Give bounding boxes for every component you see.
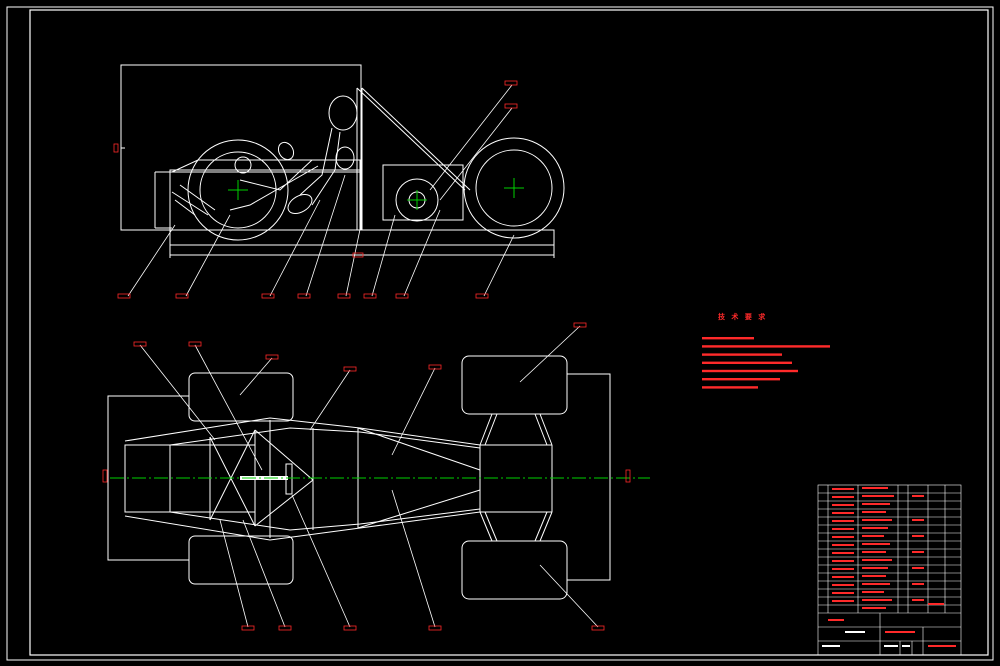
side-driver-head [328, 95, 358, 131]
top-front-width-dimension [567, 373, 611, 581]
side-chassis-base [169, 229, 555, 246]
technical-notes: 技 术 要 求 [698, 312, 848, 330]
side-centerlines [228, 178, 524, 210]
technical-note-line [702, 378, 780, 381]
top-chassis-rail-upper [124, 417, 552, 446]
side-leaders [127, 84, 515, 297]
top-front-wheel-right [461, 540, 568, 600]
technical-note-line [702, 345, 830, 348]
top-rear-wheel-left [188, 372, 294, 422]
technical-note-line [702, 369, 798, 373]
side-part-labels [113, 80, 518, 299]
technical-note-line [702, 361, 792, 364]
top-front-wheel-left [461, 355, 568, 415]
top-chassis-rail-lower [124, 511, 552, 541]
side-front-housing [382, 164, 464, 221]
top-part-labels [102, 322, 631, 631]
top-front-suspension [479, 413, 553, 542]
side-height-dimension [120, 64, 362, 231]
technical-notes-title: 技 术 要 求 [718, 313, 768, 321]
title-block-marks [822, 631, 910, 647]
technical-note-line [702, 386, 758, 389]
side-sprocket [395, 178, 439, 222]
top-rear-width-dimension [107, 395, 189, 561]
side-roll-cage [356, 87, 471, 230]
side-rear-wheel [187, 139, 289, 241]
side-view [120, 64, 565, 258]
parts-list-entries [828, 487, 956, 647]
top-leaders [139, 325, 599, 628]
side-front-wheel [463, 137, 565, 239]
top-rear-wheel-right [188, 535, 294, 585]
technical-note-line [702, 353, 782, 356]
technical-note-line [702, 337, 754, 340]
sheet-border-inner [29, 9, 989, 656]
parts-list [817, 484, 962, 656]
sheet-border-outer [6, 6, 994, 661]
